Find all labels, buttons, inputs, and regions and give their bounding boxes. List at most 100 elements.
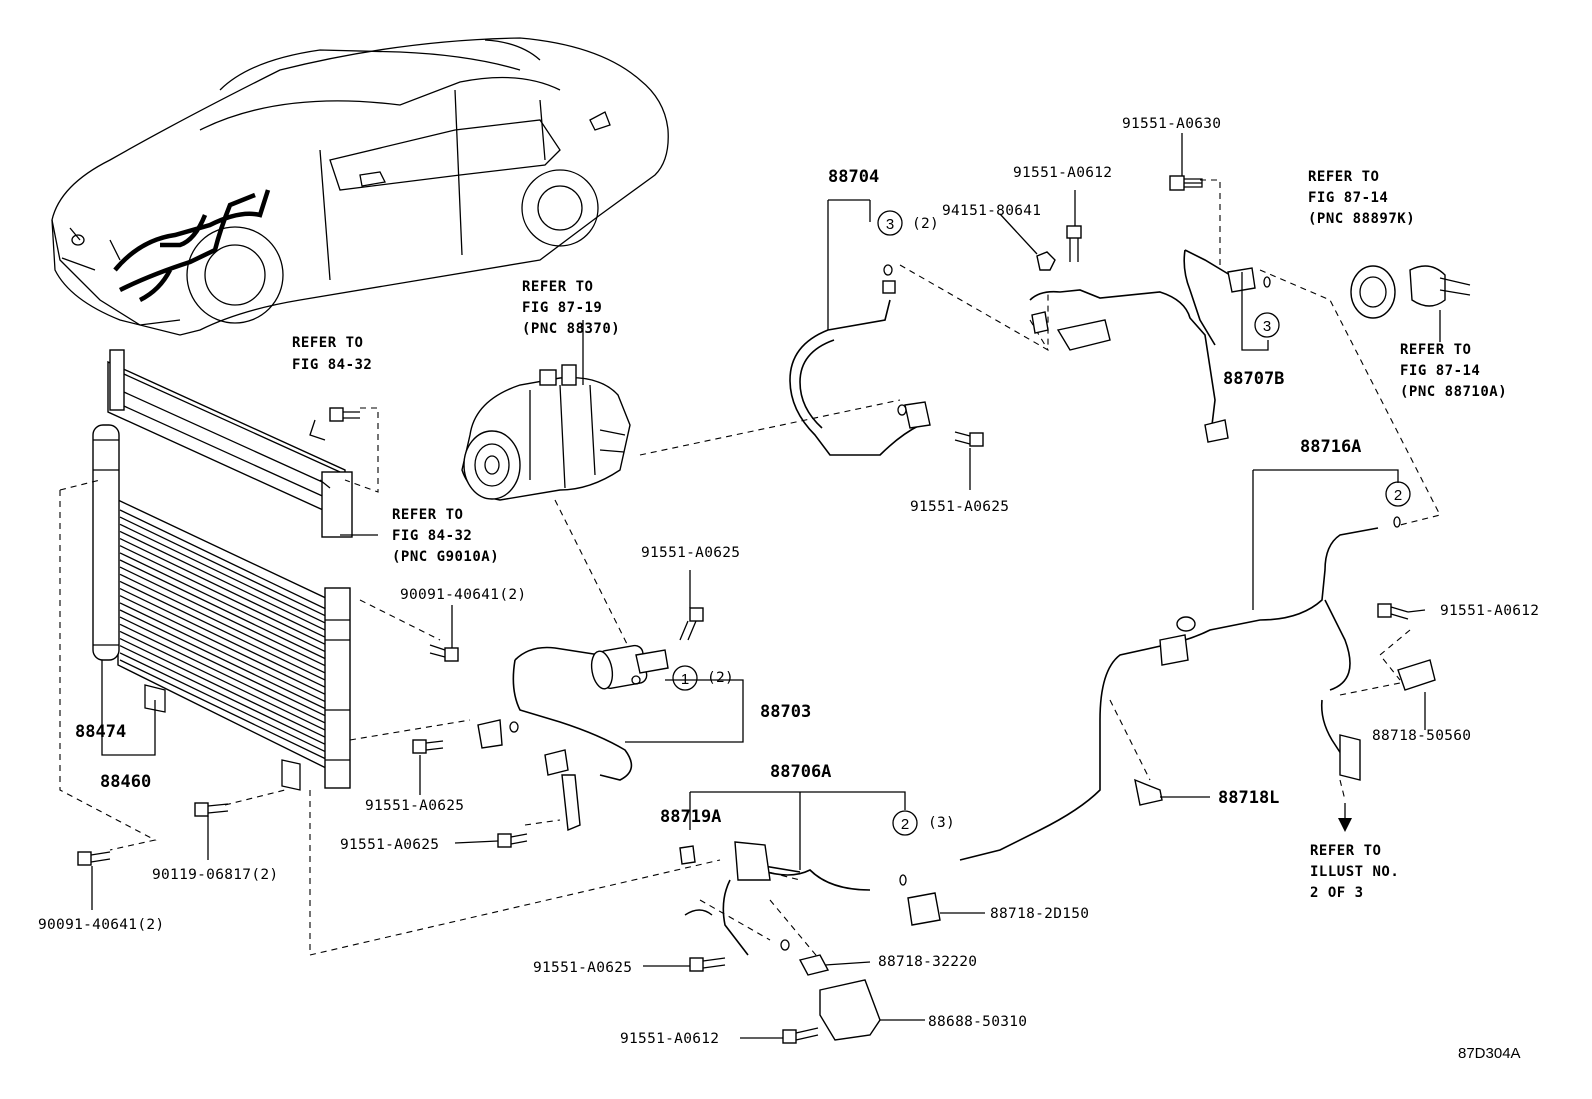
- callout-3a: 3 (2): [877, 210, 939, 236]
- svg-text:88718-32220: 88718-32220: [878, 954, 977, 970]
- svg-text:REFER TO: REFER TO: [1400, 342, 1471, 358]
- leader-lines: [91, 133, 1441, 1039]
- svg-text:(PNC G9010A): (PNC G9010A): [392, 549, 499, 565]
- svg-text:90119-06817(2): 90119-06817(2): [152, 867, 278, 883]
- o-ring-icon: [1263, 276, 1271, 288]
- refer-illust-2of3: REFER TO ILLUST NO. 2 OF 3: [1310, 843, 1399, 901]
- car-illustration: [51, 37, 669, 336]
- condenser-fin: [119, 659, 329, 761]
- svg-text:FIG 87-14: FIG 87-14: [1400, 363, 1480, 379]
- svg-text:FIG 87-14: FIG 87-14: [1308, 190, 1388, 206]
- svg-text:91551-A0612: 91551-A0612: [1013, 165, 1112, 181]
- svg-text:2 OF 3: 2 OF 3: [1310, 885, 1364, 901]
- down-arrow-icon: [1338, 818, 1352, 832]
- o-ring-icon: [1393, 516, 1401, 528]
- o-ring-icon: [883, 264, 893, 276]
- o-ring-icon: [780, 939, 790, 951]
- svg-text:ILLUST NO.: ILLUST NO.: [1310, 864, 1399, 880]
- svg-text:91551-A0625: 91551-A0625: [365, 798, 464, 814]
- condenser-assembly: [92, 349, 353, 791]
- condenser-fin: [119, 609, 329, 711]
- svg-text:88718-2D150: 88718-2D150: [990, 906, 1089, 922]
- condenser-fin: [119, 630, 329, 732]
- part-labels: 88704 88703 88706A 88716A 88707B 88719A …: [38, 116, 1539, 1047]
- callout-1: 1 (2): [672, 665, 734, 691]
- condenser-fin: [119, 509, 329, 611]
- bolt-icon: [194, 802, 229, 817]
- refer-fig87-14-a: REFER TO FIG 87-14 (PNC 88897K): [1308, 169, 1415, 227]
- bolt-icon: [1377, 603, 1409, 620]
- o-ring-icon: [631, 675, 641, 685]
- callout-3b: 3: [1254, 312, 1280, 338]
- condenser-fin: [119, 573, 329, 675]
- svg-text:FIG 84-32: FIG 84-32: [392, 528, 472, 544]
- bolt-icon: [954, 431, 984, 447]
- o-ring-icon: [509, 721, 519, 733]
- condenser-fin: [119, 559, 329, 661]
- svg-text:3: 3: [1263, 318, 1271, 335]
- svg-text:90091-40641(2): 90091-40641(2): [400, 587, 526, 603]
- label-88716a: 88716A: [1300, 437, 1361, 457]
- o-ring-icon: [897, 404, 907, 416]
- refer-fig87-19: REFER TO FIG 87-19 (PNC 88370): [522, 279, 620, 337]
- svg-text:(3): (3): [928, 815, 955, 831]
- condenser-fin: [119, 552, 329, 654]
- svg-text:3: 3: [886, 216, 894, 233]
- condenser-fin: [119, 652, 329, 754]
- label-88703: 88703: [760, 702, 811, 722]
- condenser-fin: [119, 516, 329, 618]
- compressor: [461, 364, 631, 501]
- svg-text:91551-A0625: 91551-A0625: [340, 837, 439, 853]
- svg-text:91551-A0612: 91551-A0612: [1440, 603, 1539, 619]
- condenser-fin: [119, 595, 329, 697]
- bolt-icon: [497, 833, 528, 848]
- bolt-icon: [1169, 175, 1203, 191]
- svg-text:91551-A0630: 91551-A0630: [1122, 116, 1221, 132]
- svg-text:91551-A0625: 91551-A0625: [641, 545, 740, 561]
- condenser-fin: [119, 545, 329, 647]
- svg-text:REFER TO: REFER TO: [1310, 843, 1381, 859]
- svg-text:1: 1: [681, 671, 689, 688]
- svg-text:91551-A0625: 91551-A0625: [910, 499, 1009, 515]
- condenser-fin: [119, 623, 329, 725]
- svg-text:REFER TO: REFER TO: [292, 335, 363, 351]
- label-88460: 88460: [100, 772, 151, 792]
- bolt-icon: [329, 407, 360, 422]
- bolt-icon: [782, 1027, 819, 1044]
- refer-fig84-32-a: REFER TO FIG 84-32: [292, 335, 372, 373]
- condenser-fin: [119, 645, 329, 747]
- bolt-icon: [689, 957, 726, 972]
- svg-text:FIG 87-19: FIG 87-19: [522, 300, 602, 316]
- svg-text:91551-A0612: 91551-A0612: [620, 1031, 719, 1047]
- svg-text:REFER TO: REFER TO: [522, 279, 593, 295]
- bolt-icon: [77, 851, 111, 866]
- bolt-icon: [429, 644, 459, 662]
- svg-text:88688-50310: 88688-50310: [928, 1014, 1027, 1030]
- svg-text:REFER TO: REFER TO: [392, 507, 463, 523]
- condenser-fin: [119, 580, 329, 682]
- svg-text:94151-80641: 94151-80641: [942, 203, 1041, 219]
- refer-fig87-14-b: REFER TO FIG 87-14 (PNC 88710A): [1400, 342, 1507, 400]
- svg-text:88718-50560: 88718-50560: [1372, 728, 1471, 744]
- condenser-fin: [119, 566, 329, 668]
- label-88707b: 88707B: [1223, 369, 1284, 389]
- svg-text:(PNC 88710A): (PNC 88710A): [1400, 384, 1507, 400]
- label-88719a: 88719A: [660, 807, 721, 827]
- bolt-icon: [412, 739, 444, 754]
- label-88704: 88704: [828, 167, 879, 187]
- svg-text:(PNC 88370): (PNC 88370): [522, 321, 620, 337]
- condenser-fin: [119, 538, 329, 640]
- bolt-icon: [679, 607, 704, 641]
- bolt-icon: [882, 280, 896, 294]
- refer-fig84-32-b: REFER TO FIG 84-32 (PNC G9010A): [392, 507, 499, 565]
- svg-text:2: 2: [1394, 487, 1402, 504]
- bolts: [77, 175, 1409, 1044]
- label-88718l: 88718L: [1218, 788, 1279, 808]
- dashed-leaders: [59, 179, 1441, 961]
- condenser-fin: [119, 523, 329, 625]
- callout-2b: 2 (3): [892, 810, 955, 836]
- condenser-fin: [119, 602, 329, 704]
- svg-text:FIG 84-32: FIG 84-32: [292, 357, 372, 373]
- condenser-fin: [119, 638, 329, 740]
